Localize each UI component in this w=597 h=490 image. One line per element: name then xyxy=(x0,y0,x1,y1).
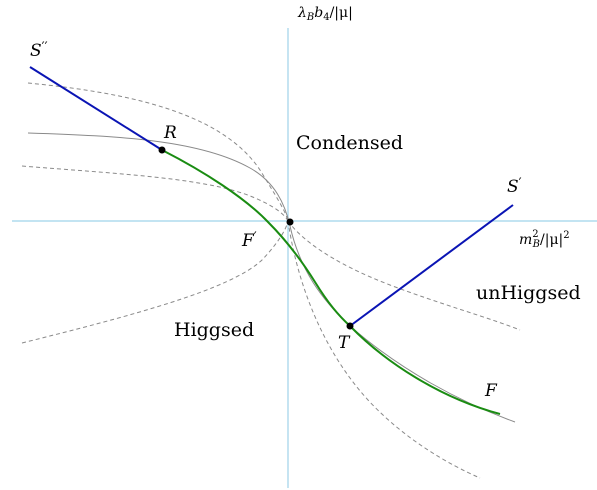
point-R-dot xyxy=(158,146,166,154)
point-label-F: F xyxy=(484,381,498,401)
point-label-S-double-prime: S′′ xyxy=(30,40,48,61)
point-T-dot xyxy=(346,322,354,330)
region-label-higgsed: Higgsed xyxy=(174,319,254,341)
region-label-condensed: Condensed xyxy=(296,132,403,154)
dashed-curve-right xyxy=(287,220,521,331)
point-label-R: R xyxy=(163,123,177,143)
blue-line-S-double-prime-to-R xyxy=(29,66,163,151)
point-label-S-prime: S′ xyxy=(507,176,522,197)
green-curve xyxy=(161,149,501,415)
dashed-curve-lower-left xyxy=(21,220,289,344)
point-F-prime-dot xyxy=(286,218,294,226)
vertical-axis-label: λBb4/|μ| xyxy=(297,5,353,23)
region-label-unhiggsed: unHiggsed xyxy=(476,282,581,304)
point-label-T: T xyxy=(338,333,351,353)
dashed-curve-upper-outer xyxy=(27,82,289,222)
dashed-curve-upper-inner xyxy=(21,165,289,222)
blue-line-T-to-S-prime xyxy=(349,204,514,327)
point-label-F-prime: F′ xyxy=(241,230,257,251)
dashed-curve-lower-right xyxy=(287,220,481,479)
gray-curve xyxy=(27,132,516,423)
